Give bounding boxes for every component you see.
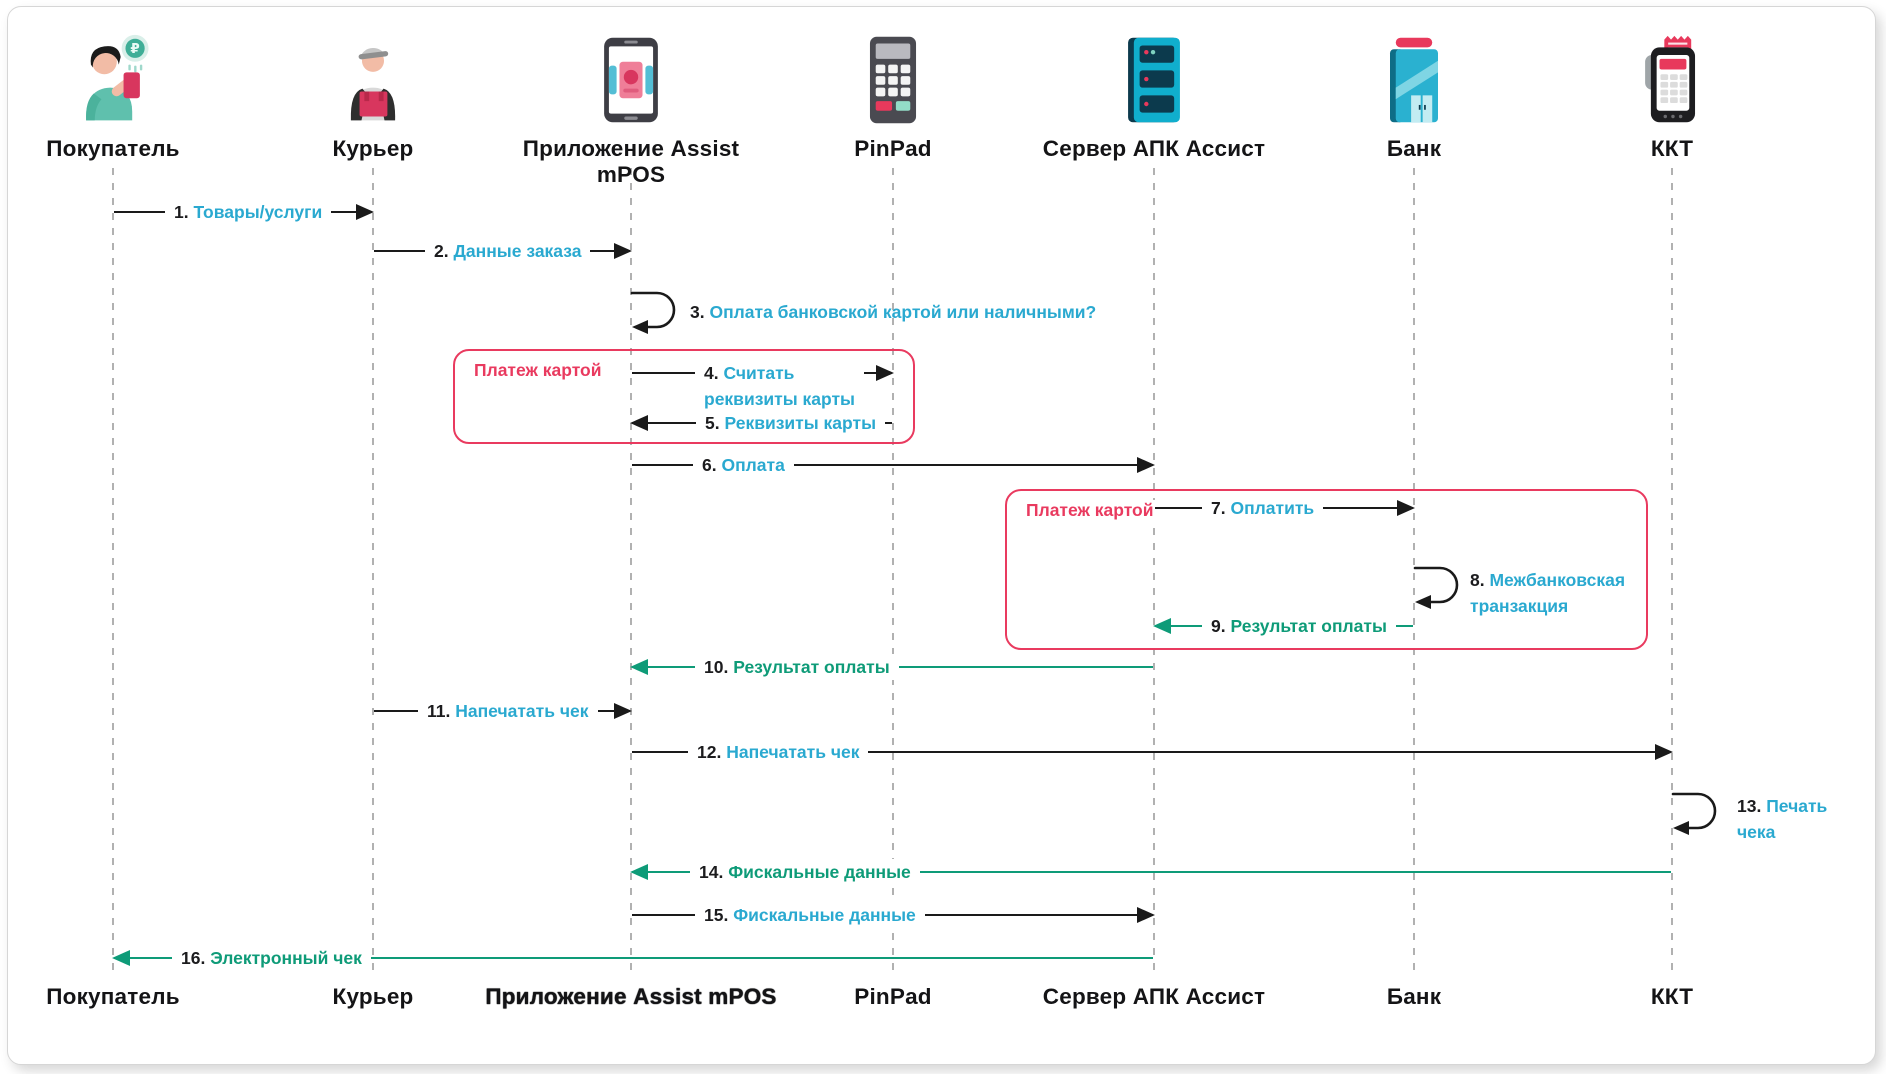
message-label: 7. Оплатить (1202, 495, 1324, 521)
message-label: 12. Напечатать чек (688, 739, 869, 765)
message-label: 3. Оплата банковской картой или наличным… (690, 302, 1097, 322)
actor-app-bottom: Приложение Assist mPOS (485, 984, 777, 1009)
actor-kkt-top: ККТ (1532, 32, 1812, 162)
lifeline-app (630, 168, 632, 974)
arrowhead-icon (630, 415, 648, 431)
lifeline-buyer (112, 168, 114, 974)
actor-label: Банк (1386, 136, 1442, 161)
fragment-label: Платеж картой (1022, 500, 1158, 521)
message-label: 11. Напечатать чек (418, 698, 598, 724)
arrowhead-icon (356, 204, 374, 220)
server-icon (1128, 37, 1180, 123)
arrowhead-icon (1137, 457, 1155, 473)
actor-bank-top: Банк (1274, 32, 1554, 162)
diagram-card (7, 6, 1876, 1065)
actor-label: Приложение Assist mPOS (522, 136, 740, 187)
lifeline-kkt (1671, 168, 1673, 974)
arrowhead-icon (1153, 618, 1171, 634)
message-label: 15. Фискальные данные (695, 902, 925, 928)
loop-arrow-icon (1413, 566, 1459, 609)
message-label: 10. Результат оплаты (695, 654, 899, 680)
kkt-icon (1645, 35, 1696, 123)
arrowhead-icon (876, 365, 894, 381)
message-3-self-loop (630, 290, 680, 343)
bank-icon (1390, 37, 1438, 123)
message-8-self-loop (1413, 565, 1463, 618)
fragment-card-payment-1: Платеж картой (453, 349, 915, 444)
actor-pinpad-top: PinPad (753, 32, 1033, 162)
pinpad-icon (869, 36, 917, 124)
arrowhead-icon (614, 243, 632, 259)
courier-icon (350, 48, 396, 121)
arrowhead-icon (630, 864, 648, 880)
actor-label: Курьер (332, 136, 414, 161)
customer-icon: ₽ (86, 34, 149, 121)
message-13-self-loop (1671, 791, 1721, 844)
message-label: 5. Реквизиты карты (696, 410, 886, 436)
message-label: 9. Результат оплаты (1202, 613, 1396, 639)
svg-text:₽: ₽ (130, 41, 139, 56)
actor-courier-bottom: Курьер (332, 984, 414, 1009)
actor-courier-top: Курьер (233, 32, 513, 162)
arrowhead-icon (1137, 907, 1155, 923)
actor-bank-bottom: Банк (1386, 984, 1442, 1009)
actor-label: PinPad (854, 136, 932, 161)
actor-kkt-bottom: ККТ (1650, 984, 1694, 1009)
arrowhead-icon (1655, 744, 1673, 760)
arrowhead-icon (614, 703, 632, 719)
message-label: 2. Данные заказа (425, 238, 591, 264)
message-label: 1. Товары/услуги (165, 199, 332, 225)
actor-pinpad-bottom: PinPad (854, 984, 932, 1009)
lifeline-bank (1413, 168, 1415, 974)
actor-label: ККТ (1650, 136, 1694, 161)
arrowhead-icon (112, 950, 130, 966)
fragment-card-payment-2: Платеж картой (1005, 489, 1648, 650)
lifeline-courier (372, 168, 374, 974)
actor-server-bottom: Сервер АПК Ассист (1042, 984, 1266, 1009)
lifeline-server (1153, 168, 1155, 974)
mpos-app-icon (604, 37, 658, 123)
arrowhead-icon (1397, 500, 1415, 516)
actor-label: Покупатель (46, 136, 180, 161)
loop-arrow-icon (1671, 792, 1717, 835)
actor-buyer-bottom: Покупатель (46, 984, 180, 1009)
message-label: 6. Оплата (693, 452, 794, 478)
actor-label: Сервер АПК Ассист (1042, 136, 1266, 161)
fragment-label: Платеж картой (470, 360, 606, 381)
actor-server-top: Сервер АПК Ассист (1014, 32, 1294, 162)
message-label: 14. Фискальные данные (690, 859, 920, 885)
message-label: 16. Электронный чек (172, 945, 371, 971)
arrowhead-icon (630, 659, 648, 675)
actor-app-top: Приложение Assist mPOS (491, 32, 771, 188)
actor-buyer-top: ₽ Покупатель (0, 32, 253, 162)
lifeline-pinpad (892, 168, 894, 974)
loop-arrow-icon (630, 291, 676, 334)
